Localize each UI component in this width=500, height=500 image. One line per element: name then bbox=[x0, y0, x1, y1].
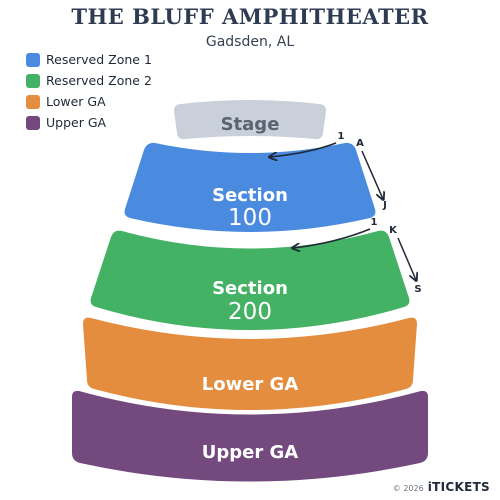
row-last-label: S bbox=[414, 284, 421, 295]
row-last-label: J bbox=[382, 200, 387, 211]
section-200-label: Section bbox=[212, 278, 288, 299]
seat-direction-arrow bbox=[270, 142, 337, 157]
legend-item-reserved-zone-1[interactable]: Reserved Zone 1 bbox=[26, 49, 152, 70]
section-200-row-guide: 1 K S bbox=[293, 217, 422, 295]
seat-start-label: 1 bbox=[338, 131, 345, 142]
section-lower-ga[interactable]: Lower GA bbox=[83, 317, 417, 410]
row-direction-arrow bbox=[397, 237, 416, 280]
legend-item-upper-ga[interactable]: Upper GA bbox=[26, 112, 152, 133]
legend-swatch bbox=[26, 52, 40, 67]
stage-shape bbox=[174, 100, 326, 140]
row-first-label: A bbox=[356, 138, 364, 149]
copyright-text: © 2026 bbox=[392, 484, 424, 493]
venue-location: Gadsden, AL bbox=[205, 34, 295, 50]
row-first-label: K bbox=[389, 225, 398, 236]
legend-label: Lower GA bbox=[46, 94, 106, 109]
lower-ga-shape bbox=[83, 317, 417, 410]
section-upper-ga[interactable]: Upper GA bbox=[72, 390, 428, 482]
section-200-shape bbox=[90, 230, 410, 330]
legend-item-reserved-zone-2[interactable]: Reserved Zone 2 bbox=[26, 70, 152, 91]
legend-item-lower-ga[interactable]: Lower GA bbox=[26, 91, 152, 112]
legend-swatch bbox=[26, 94, 40, 109]
section-200[interactable]: Section 200 1 K S bbox=[90, 217, 422, 330]
seat-start-label: 1 bbox=[371, 217, 378, 228]
section-100[interactable]: Section 100 1 A J bbox=[124, 131, 387, 232]
legend-label: Reserved Zone 1 bbox=[46, 52, 152, 67]
seat-direction-arrow bbox=[293, 228, 371, 248]
legend: Reserved Zone 1 Reserved Zone 2 Lower GA… bbox=[26, 49, 152, 133]
legend-swatch bbox=[26, 115, 40, 130]
lower-ga-label: Lower GA bbox=[202, 374, 299, 395]
stage: Stage bbox=[174, 100, 326, 140]
section-200-number: 200 bbox=[228, 299, 272, 325]
section-100-row-guide: 1 A J bbox=[270, 131, 387, 211]
section-100-number: 100 bbox=[228, 205, 272, 231]
row-direction-arrow bbox=[361, 150, 383, 199]
footer: © 2026 iTICKETS bbox=[393, 480, 490, 494]
legend-label: Reserved Zone 2 bbox=[46, 73, 152, 88]
legend-label: Upper GA bbox=[46, 115, 107, 130]
section-100-label: Section bbox=[212, 185, 288, 206]
venue-title: THE BLUFF AMPHITHEATER bbox=[71, 4, 429, 29]
stage-label: Stage bbox=[221, 114, 280, 135]
brand-logo[interactable]: iTICKETS bbox=[427, 480, 490, 494]
upper-ga-shape bbox=[72, 390, 428, 482]
section-100-shape bbox=[124, 142, 376, 232]
upper-ga-label: Upper GA bbox=[202, 442, 299, 463]
legend-swatch bbox=[26, 73, 40, 88]
